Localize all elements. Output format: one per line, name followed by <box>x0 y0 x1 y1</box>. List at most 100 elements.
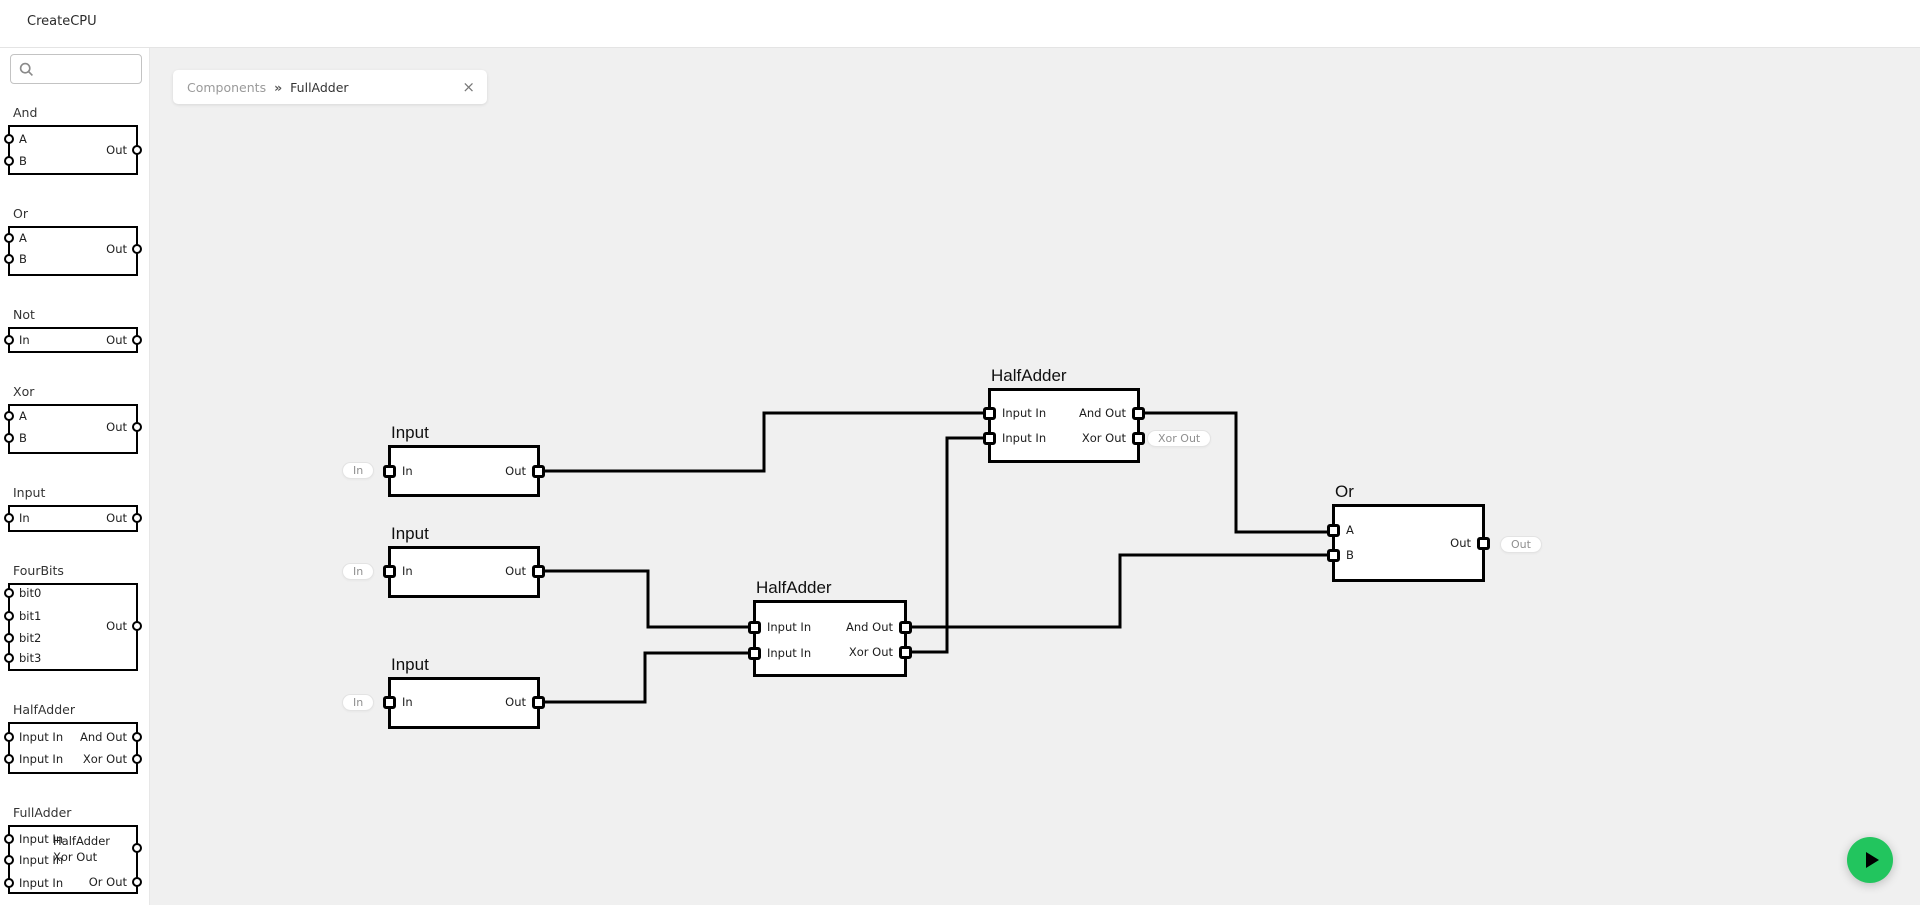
input-port[interactable] <box>4 335 14 345</box>
input-port-label: In <box>402 695 413 709</box>
input-port-label: Input In <box>767 646 812 660</box>
output-port-label: Out <box>1450 536 1471 550</box>
output-port[interactable] <box>132 145 142 155</box>
output-port-label: Xor Out <box>82 752 127 766</box>
input-port[interactable] <box>383 695 396 709</box>
output-port[interactable] <box>532 564 545 578</box>
input-port[interactable] <box>4 254 14 264</box>
output-port[interactable] <box>532 695 545 709</box>
output-port-label: And Out <box>80 730 127 744</box>
input-port[interactable] <box>4 134 14 144</box>
output-port[interactable] <box>132 877 142 887</box>
input-port[interactable] <box>1327 523 1340 537</box>
output-port[interactable] <box>132 621 142 631</box>
output-port-label: Out <box>106 619 127 633</box>
output-port[interactable] <box>1132 406 1145 420</box>
search-box[interactable] <box>10 54 142 84</box>
breadcrumb-separator-icon: » <box>274 79 283 95</box>
palette-item-label: And <box>13 105 38 120</box>
input-port[interactable] <box>4 653 14 663</box>
input-port-label: A <box>19 132 27 146</box>
node-title: Or <box>1335 482 1354 501</box>
output-port[interactable] <box>132 843 142 853</box>
output-port[interactable] <box>899 645 912 659</box>
search-icon <box>19 62 33 76</box>
output-port[interactable] <box>132 335 142 345</box>
output-port[interactable] <box>1477 536 1490 550</box>
input-port[interactable] <box>4 588 14 598</box>
input-port[interactable] <box>983 431 996 445</box>
input-port[interactable] <box>4 513 14 523</box>
run-simulation-button[interactable] <box>1847 837 1893 883</box>
input-port[interactable] <box>383 564 396 578</box>
input-port[interactable] <box>4 732 14 742</box>
output-port[interactable] <box>532 464 545 478</box>
input-port[interactable] <box>4 855 14 865</box>
output-port[interactable] <box>132 732 142 742</box>
output-port-label: Out <box>106 511 127 525</box>
tab-fulladder[interactable]: Components » FullAdder × <box>173 70 487 104</box>
output-port[interactable] <box>899 620 912 634</box>
node-title: Input <box>391 655 429 674</box>
breadcrumb-root[interactable]: Components <box>187 79 267 95</box>
input-port[interactable] <box>4 754 14 764</box>
output-port[interactable] <box>132 244 142 254</box>
input-port-label: A <box>19 409 27 423</box>
output-port-label: Out <box>106 242 127 256</box>
output-port[interactable] <box>132 422 142 432</box>
input-port[interactable] <box>4 834 14 844</box>
input-port[interactable] <box>748 646 761 660</box>
close-icon[interactable]: × <box>462 77 475 96</box>
output-port-label: Out <box>505 564 526 578</box>
pin-pill-out[interactable]: Out <box>1500 536 1542 553</box>
input-port[interactable] <box>4 611 14 621</box>
input-port-label: In <box>402 564 413 578</box>
input-port-label: Input In <box>1002 406 1047 420</box>
input-port[interactable] <box>4 156 14 166</box>
pin-pill-in[interactable]: In <box>342 694 375 711</box>
play-icon <box>1865 852 1879 868</box>
output-port[interactable] <box>1132 431 1145 445</box>
input-port[interactable] <box>383 464 396 478</box>
output-port-label: And Out <box>1079 406 1126 420</box>
pin-pill-xor-out[interactable]: Xor Out <box>1147 430 1212 447</box>
output-port-label: Out <box>505 464 526 478</box>
input-port[interactable] <box>983 406 996 420</box>
input-port[interactable] <box>4 633 14 643</box>
input-port[interactable] <box>4 433 14 443</box>
input-port[interactable] <box>1327 548 1340 562</box>
input-port[interactable] <box>4 878 14 888</box>
pin-pill-in[interactable]: In <box>342 462 375 479</box>
input-port-label: In <box>402 464 413 478</box>
search-input[interactable] <box>39 56 139 82</box>
output-port[interactable] <box>132 513 142 523</box>
output-port[interactable] <box>132 754 142 764</box>
palette-item-label: Or <box>13 206 28 221</box>
input-port[interactable] <box>4 411 14 421</box>
input-port[interactable] <box>4 233 14 243</box>
input-port[interactable] <box>748 620 761 634</box>
pin-pill-in[interactable]: In <box>342 563 375 580</box>
